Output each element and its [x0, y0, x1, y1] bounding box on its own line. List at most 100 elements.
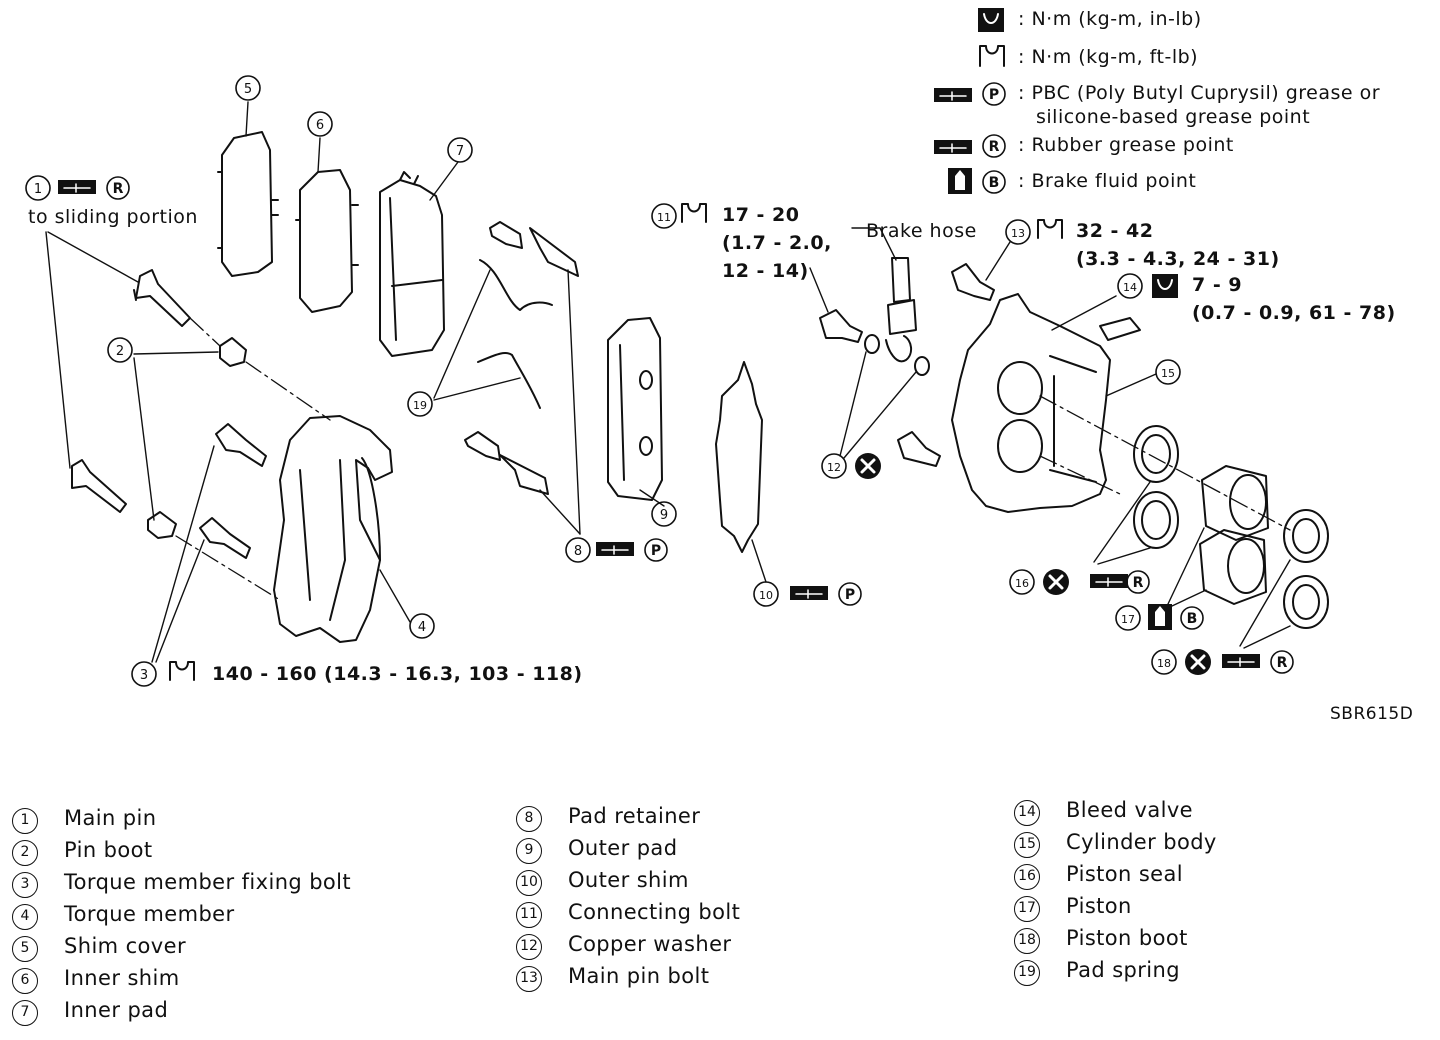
- legend-label-11: Connecting bolt: [568, 900, 741, 924]
- inner-pad-drawing: [379, 171, 445, 357]
- callout-number-texts: 1 2 3 4 5 6 7 8 9 10 11 12 13 14 15 16 1…: [34, 82, 1175, 683]
- letter-r-18: R: [1277, 655, 1288, 671]
- letter-b-legend: B: [989, 175, 1000, 191]
- outer-shim-drawing: [715, 361, 763, 553]
- grease-symbols: [58, 88, 1260, 668]
- torque-wrench-symbols: [169, 8, 1178, 681]
- letter-p-8: P: [651, 543, 661, 559]
- torque-3: 140 - 160 (14.3 - 16.3, 103 - 118): [212, 663, 583, 685]
- callout-1: 1: [34, 182, 42, 197]
- exploded-brake-diagram: 1 2 3 4 5 6 7 8 9 10 11 12 13 14 15 16 1…: [25, 8, 1329, 687]
- legend-label-18: Piston boot: [1066, 926, 1188, 950]
- letter-circles: [106, 82, 1294, 674]
- legend-label-16: Piston seal: [1066, 862, 1184, 886]
- legend-label-19: Pad spring: [1066, 958, 1180, 982]
- callout-7: 7: [456, 144, 464, 159]
- callout-2: 2: [116, 344, 124, 359]
- legend-brake-fluid: : Brake fluid point: [1018, 170, 1197, 192]
- callout-10: 10: [759, 589, 773, 602]
- legend-label-12: Copper washer: [568, 932, 732, 956]
- legend-number-16: 16: [1014, 864, 1040, 890]
- brake-hose-drawing: [885, 257, 917, 363]
- torque-14-values: (0.7 - 0.9, 61 - 78): [1192, 302, 1396, 324]
- callout-numbers: [25, 75, 1181, 687]
- pad-retainer-drawing: [464, 221, 579, 495]
- legend-number-7: 7: [12, 1000, 38, 1026]
- legend-number-17: 17: [1014, 896, 1040, 922]
- legend-label-7: Inner pad: [64, 998, 169, 1022]
- legend-label-13: Main pin bolt: [568, 964, 710, 988]
- figure-code: SBR615D: [1330, 704, 1414, 724]
- legend-torque-in-lb: : N·m (kg-m, in-lb): [1018, 8, 1202, 30]
- note-sliding-portion: to sliding portion: [28, 206, 198, 228]
- torque-member-fixing-bolt-drawing: [199, 423, 267, 559]
- callout-13: 13: [1011, 227, 1025, 240]
- legend-label-14: Bleed valve: [1066, 798, 1193, 822]
- callout-14: 14: [1123, 281, 1137, 294]
- assembly-center-lines: [175, 317, 1291, 601]
- letter-p-legend: P: [989, 87, 999, 103]
- legend-label-4: Torque member: [64, 902, 235, 926]
- legend-number-19: 19: [1014, 960, 1040, 986]
- legend-number-18: 18: [1014, 928, 1040, 954]
- torque-11: 17 - 20: [722, 204, 800, 226]
- legend-label-6: Inner shim: [64, 966, 180, 990]
- callout-9: 9: [660, 508, 668, 523]
- legend-number-1: 1: [12, 808, 38, 834]
- legend-label-1: Main pin: [64, 806, 157, 830]
- brake-fluid-symbols: [948, 168, 1172, 630]
- callout-3: 3: [140, 668, 148, 683]
- legend-number-9: 9: [516, 838, 542, 864]
- pad-spring-drawing: [477, 259, 553, 409]
- legend-number-12: 12: [516, 934, 542, 960]
- letter-r-1: R: [113, 181, 124, 197]
- inner-shim-drawing: [295, 169, 359, 313]
- outer-pad-drawing: [607, 317, 663, 501]
- callout-18: 18: [1157, 657, 1171, 670]
- legend-number-15: 15: [1014, 832, 1040, 858]
- callout-15: 15: [1161, 367, 1175, 380]
- torque-13-values: (3.3 - 4.3, 24 - 31): [1076, 248, 1280, 270]
- grease-symbol-marks: [63, 91, 1255, 667]
- leader-lines: [45, 101, 1291, 663]
- letter-circle-texts: R P P R R B P R B: [113, 87, 1288, 671]
- callout-12: 12: [827, 461, 841, 474]
- legend-pbc-grease-2: silicone-based grease point: [1036, 106, 1311, 128]
- legend-torque-ft-lb: : N·m (kg-m, ft-lb): [1018, 46, 1199, 68]
- legend-number-5: 5: [12, 936, 38, 962]
- callout-5: 5: [244, 82, 252, 97]
- legend-label-15: Cylinder body: [1066, 830, 1217, 854]
- brake-hose-label: Brake hose: [866, 220, 977, 242]
- legend-number-2: 2: [12, 840, 38, 866]
- callout-19: 19: [413, 399, 427, 412]
- callout-17: 17: [1121, 613, 1135, 626]
- legend-label-8: Pad retainer: [568, 804, 701, 828]
- piston-boot-drawing: [1283, 509, 1329, 629]
- legend-pbc-grease: : PBC (Poly Butyl Cuprysil) grease or: [1018, 82, 1381, 104]
- legend-label-9: Outer pad: [568, 836, 678, 860]
- legend-number-3: 3: [12, 872, 38, 898]
- cylinder-body-drawing: [951, 293, 1111, 513]
- legend-label-3: Torque member fixing bolt: [64, 870, 352, 894]
- letter-b-17: B: [1187, 611, 1198, 627]
- pin-boot-drawing: [147, 337, 247, 539]
- legend-number-13: 13: [516, 966, 542, 992]
- letter-r-legend: R: [989, 139, 1000, 155]
- legend-label-2: Pin boot: [64, 838, 153, 862]
- torque-member-drawing: [273, 415, 393, 643]
- main-pin-drawing: [71, 269, 191, 513]
- torque-11-metric: (1.7 - 2.0,: [722, 232, 832, 254]
- callout-8: 8: [574, 544, 582, 559]
- legend-label-5: Shim cover: [64, 934, 186, 958]
- shim-cover-drawing: [217, 131, 279, 277]
- legend-number-14: 14: [1014, 800, 1040, 826]
- legend-number-10: 10: [516, 870, 542, 896]
- letter-p-10: P: [845, 587, 855, 603]
- main-pin-bolt-drawing: [897, 263, 995, 467]
- callout-16: 16: [1015, 577, 1029, 590]
- replace-part-symbols: [855, 453, 1211, 675]
- legend-number-8: 8: [516, 806, 542, 832]
- legend-rubber-grease: : Rubber grease point: [1018, 134, 1234, 156]
- legend-number-4: 4: [12, 904, 38, 930]
- legend-label-10: Outer shim: [568, 868, 689, 892]
